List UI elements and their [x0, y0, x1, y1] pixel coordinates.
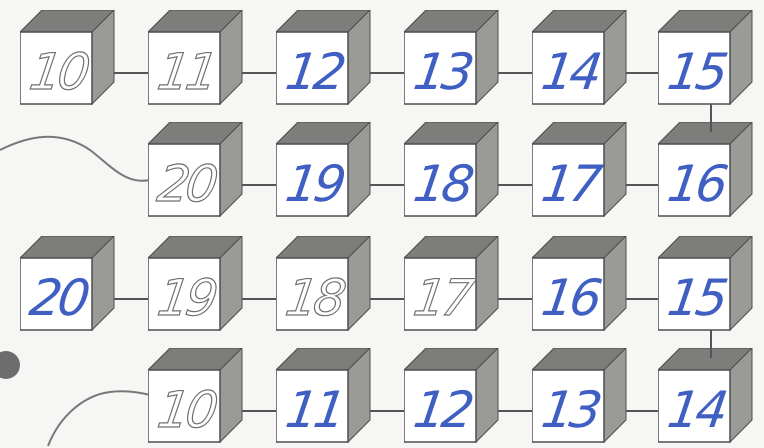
number-cube: 13	[404, 10, 504, 110]
number-cube: 14	[532, 10, 632, 110]
number-cube: 17	[532, 122, 632, 222]
number-cube: 18	[404, 122, 504, 222]
cube-number: 18	[401, 146, 484, 222]
cube-number: 14	[655, 372, 738, 448]
cube-number: 14	[529, 34, 612, 110]
curve-decoration-bottom	[48, 391, 150, 446]
connector-line	[498, 298, 532, 300]
number-cube: 12	[404, 348, 504, 448]
connector-line	[498, 184, 532, 186]
connector-line	[370, 72, 404, 74]
cube-number: 16	[529, 260, 612, 336]
number-cube: 15	[658, 10, 758, 110]
cube-number: 16	[655, 146, 738, 222]
connector-line	[370, 298, 404, 300]
number-cube: 10	[20, 10, 120, 110]
cube-number: 17	[529, 146, 612, 222]
connector-line	[498, 410, 532, 412]
connector-line	[626, 298, 658, 300]
cube-number: 15	[655, 34, 738, 110]
connector-line	[626, 184, 658, 186]
number-cube: 19	[276, 122, 376, 222]
number-cube: 10	[148, 348, 248, 448]
cube-number: 11	[145, 34, 228, 110]
number-cube: 11	[148, 10, 248, 110]
number-cube: 11	[276, 348, 376, 448]
number-cube: 12	[276, 10, 376, 110]
cube-number: 19	[145, 260, 228, 336]
cube-number: 20	[17, 260, 100, 336]
connector-line-vertical	[710, 104, 712, 132]
number-cube: 20	[20, 236, 120, 336]
number-cube: 16	[532, 236, 632, 336]
connector-line-vertical	[710, 330, 712, 358]
connector-line	[370, 410, 404, 412]
cube-number: 17	[401, 260, 484, 336]
cube-number: 10	[17, 34, 100, 110]
number-cube: 17	[404, 236, 504, 336]
connector-line	[114, 298, 148, 300]
connector-line	[498, 72, 532, 74]
cube-number: 13	[401, 34, 484, 110]
curve-decoration-top	[0, 137, 150, 181]
number-cube: 16	[658, 122, 758, 222]
cube-number: 13	[529, 372, 612, 448]
connector-line	[114, 72, 148, 74]
cube-number: 12	[401, 372, 484, 448]
connector-line	[242, 410, 276, 412]
connector-line	[626, 410, 658, 412]
connector-line	[370, 184, 404, 186]
number-cube: 18	[276, 236, 376, 336]
cube-number: 11	[273, 372, 356, 448]
cube-number: 15	[655, 260, 738, 336]
connector-line	[242, 298, 276, 300]
connector-line	[242, 184, 276, 186]
cube-number: 10	[145, 372, 228, 448]
number-cube: 20	[148, 122, 248, 222]
cube-number: 20	[145, 146, 228, 222]
connector-line	[242, 72, 276, 74]
cube-number: 18	[273, 260, 356, 336]
number-cube: 14	[658, 348, 758, 448]
cube-number: 12	[273, 34, 356, 110]
connector-line	[626, 72, 658, 74]
blob-decoration	[0, 351, 20, 379]
number-cube: 19	[148, 236, 248, 336]
cube-number: 19	[273, 146, 356, 222]
number-cube: 15	[658, 236, 758, 336]
number-cube: 13	[532, 348, 632, 448]
